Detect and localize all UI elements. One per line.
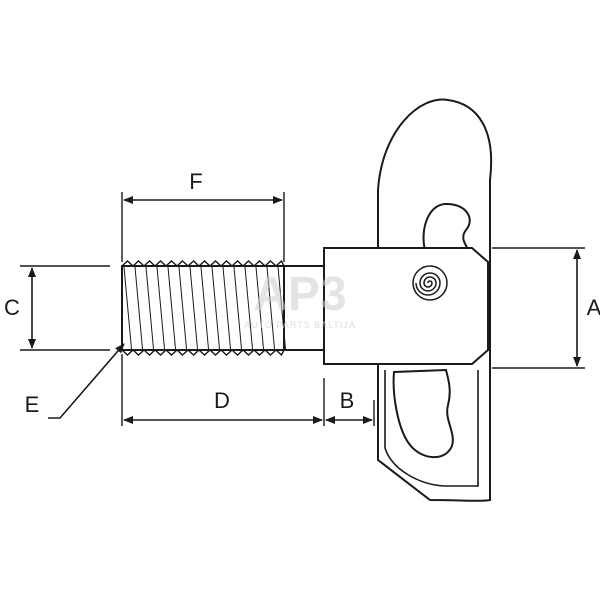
label-b: B [340,388,355,413]
thread-ridge [178,266,187,350]
label-c: C [4,295,20,320]
thread-ridge [222,266,231,350]
watermark-tagline: AUTO PARTS BALTIJA [244,320,356,330]
label-d: D [214,388,230,413]
handle-slot-lower [392,368,454,459]
thread-ridge [156,266,165,350]
handle-inner-rim [384,370,479,487]
thread-ridge [211,266,220,350]
body-block [323,247,489,365]
handle-slot-upper [422,202,471,254]
extension-lines [20,192,585,426]
spring-icon [412,265,448,301]
thread-ridge [266,266,275,350]
thread-ridge [134,266,143,350]
thread-ridge [277,266,286,350]
label-f: F [189,169,202,194]
thread-crest-line [121,259,285,267]
thread-ridge [200,266,209,350]
thread-ridge [145,266,154,350]
leader-line-e [48,343,125,419]
pin-neck [283,265,325,351]
label-a: A [587,295,600,320]
label-e: E [25,392,40,417]
thread-ridge [189,266,198,350]
thread-ridge [123,266,132,350]
thread-ridge [233,266,242,350]
thread-ridge [244,266,253,350]
watermark-logo: AP3 [253,268,346,321]
thread-pattern [121,259,286,357]
thread-ridge [255,266,264,350]
thread-crest-line [121,349,285,357]
thread-ridge [167,266,176,350]
